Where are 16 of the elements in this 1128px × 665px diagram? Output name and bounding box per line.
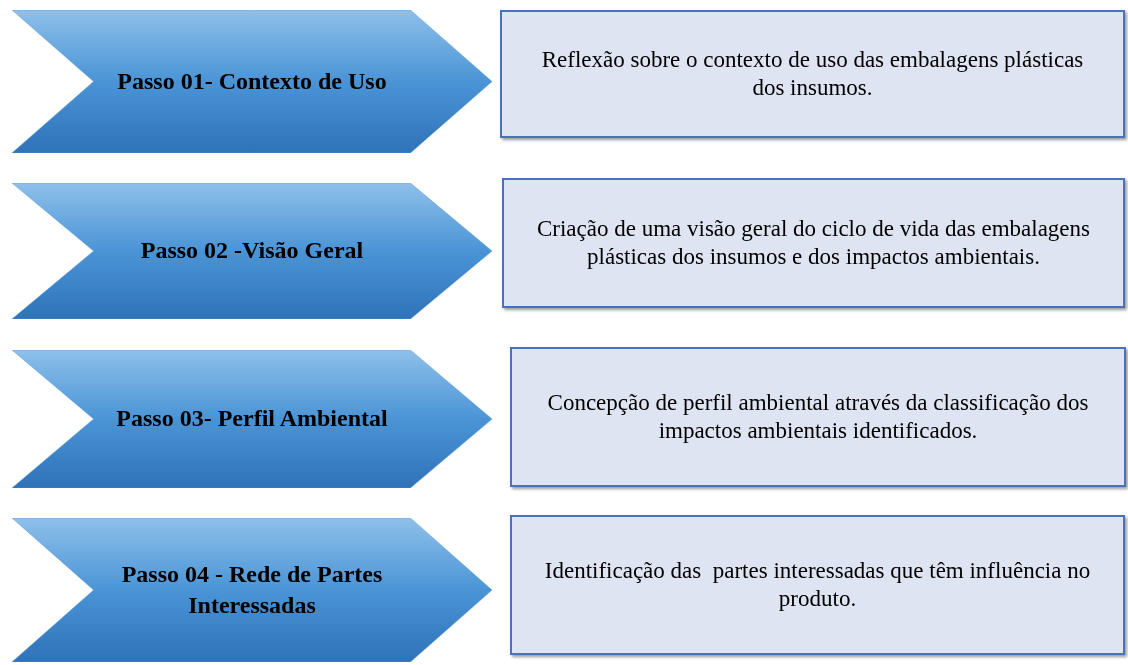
description-box <box>510 347 1126 487</box>
description-box <box>502 178 1125 308</box>
step-banner <box>12 10 492 153</box>
step-title: Passo 01- Contexto de Uso <box>116 66 388 96</box>
step-title: Passo 04 - Rede de Partes Interessadas <box>120 559 384 620</box>
description-box <box>510 515 1125 655</box>
description-text: Concepção de perfil ambiental através da classificação dos impactos ambientais identificados. <box>546 389 1090 445</box>
description-text: Criação de uma visão geral do ciclo de vida das embalagens plásticas dos insumos e dos impactos ambientais. <box>535 215 1092 271</box>
step-title: Passo 02 -Visão Geral <box>139 236 365 266</box>
step-banner <box>12 183 492 319</box>
step-title: Passo 03- Perfil Ambiental <box>115 404 389 434</box>
step-banner <box>12 518 492 662</box>
description-text: Reflexão sobre o contexto de uso das embalagens plásticas dos insumos. <box>540 46 1085 102</box>
description-box <box>500 10 1125 138</box>
step-banner <box>12 350 492 488</box>
description-text: Identificação das partes interessadas que têm influência no produto. <box>543 557 1092 613</box>
